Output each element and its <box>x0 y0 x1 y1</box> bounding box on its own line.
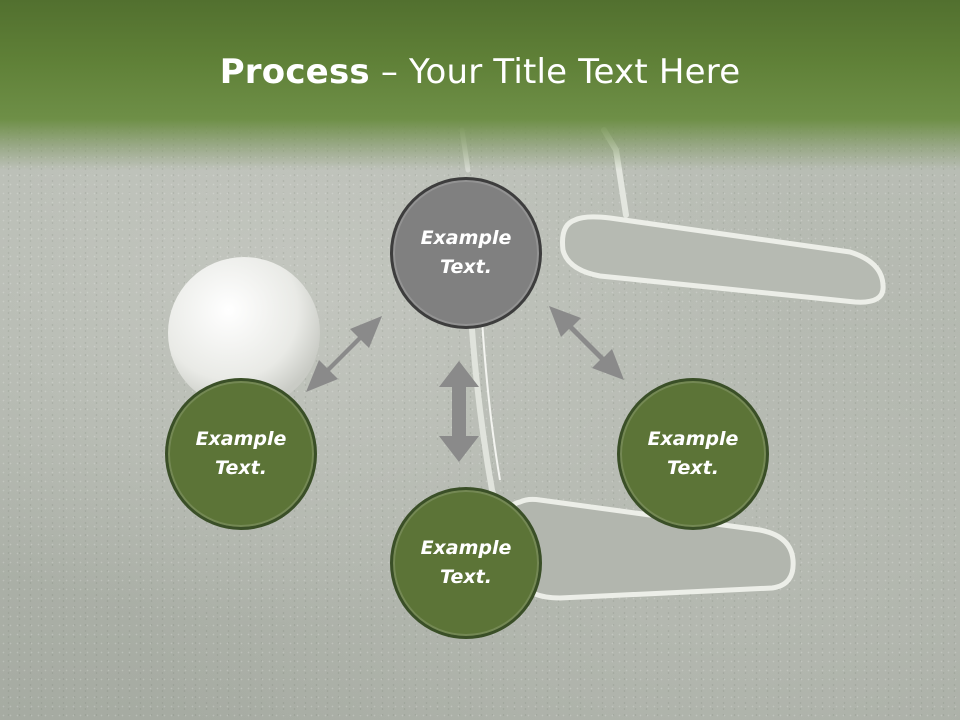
arrow-top-left <box>306 316 382 392</box>
putter-head-upper <box>560 214 886 305</box>
node-bottom: Example Text. <box>390 487 542 639</box>
slide-title: Process – Your Title Text Here <box>0 52 960 92</box>
title-bar <box>0 0 960 170</box>
putter-shaft-lower-edge <box>481 319 501 481</box>
title-bold: Process <box>219 52 370 92</box>
title-rest: – Your Title Text Here <box>369 52 741 92</box>
node-right-label: Example Text. <box>647 428 739 479</box>
node-left: Example Text. <box>165 378 317 530</box>
node-right: Example Text. <box>617 378 769 530</box>
arrow-top-bottom <box>439 361 479 462</box>
node-bottom-label: Example Text. <box>420 537 512 588</box>
node-left-label: Example Text. <box>195 428 287 479</box>
arrow-top-right <box>549 306 624 380</box>
golf-ball <box>168 257 320 409</box>
node-top: Example Text. <box>390 177 542 329</box>
node-top-label: Example Text. <box>420 227 512 278</box>
